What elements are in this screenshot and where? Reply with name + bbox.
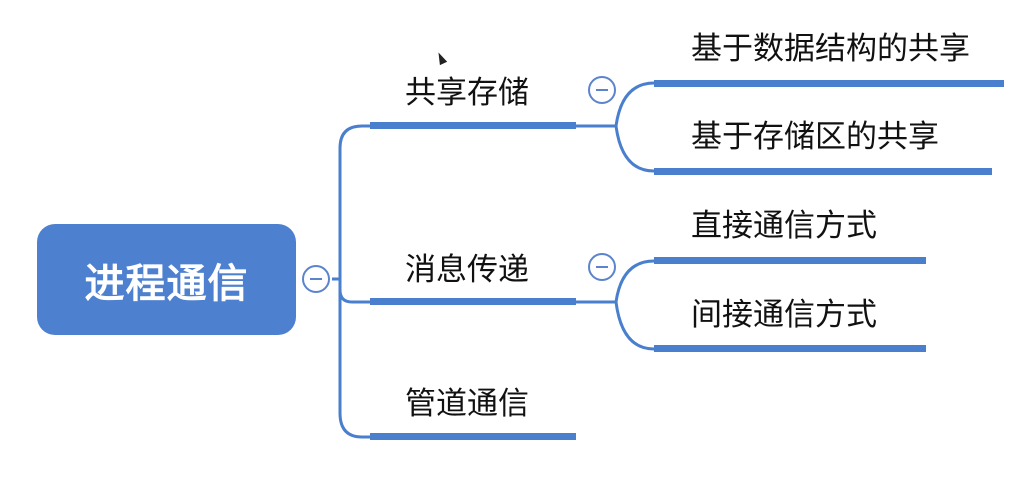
connector-pipe [338,279,371,439]
branch-label-shared-storage[interactable]: 共享存储 [405,75,529,111]
leaf-label-direct-communication[interactable]: 直接通信方式 [691,208,877,244]
connector-message-passing [338,279,371,304]
leaf-label-storage-area-sharing[interactable]: 基于存储区的共享 [691,119,939,155]
branch-label-message-passing[interactable]: 消息传递 [405,252,529,288]
root-node-label: 进程通信 [84,260,249,307]
leaf-label-indirect-communication[interactable]: 间接通信方式 [691,297,877,333]
branch-bar-shared-storage [370,122,576,129]
branch-bar-pipe [370,433,576,440]
connector-shared-child-2 [614,125,655,173]
connector-message-child-1 [614,259,655,303]
leaf-bar-storage-area-sharing [654,168,992,175]
collapse-shared-storage-button[interactable] [588,76,616,104]
collapse-root-button[interactable] [302,265,330,293]
connector-shared-child-1 [614,81,655,127]
connector-message-child-2 [614,301,655,351]
leaf-label-data-structure-sharing[interactable]: 基于数据结构的共享 [691,31,970,67]
branch-bar-message-passing [370,298,576,305]
collapse-message-passing-button[interactable] [588,253,616,281]
branch-label-pipe-communication[interactable]: 管道通信 [405,386,529,422]
connector-shared-storage [338,124,371,279]
leaf-bar-direct-communication [654,257,926,264]
leaf-bar-indirect-communication [654,345,926,352]
leaf-bar-data-structure-sharing [654,80,1004,87]
root-node[interactable]: 进程通信 [37,224,296,335]
